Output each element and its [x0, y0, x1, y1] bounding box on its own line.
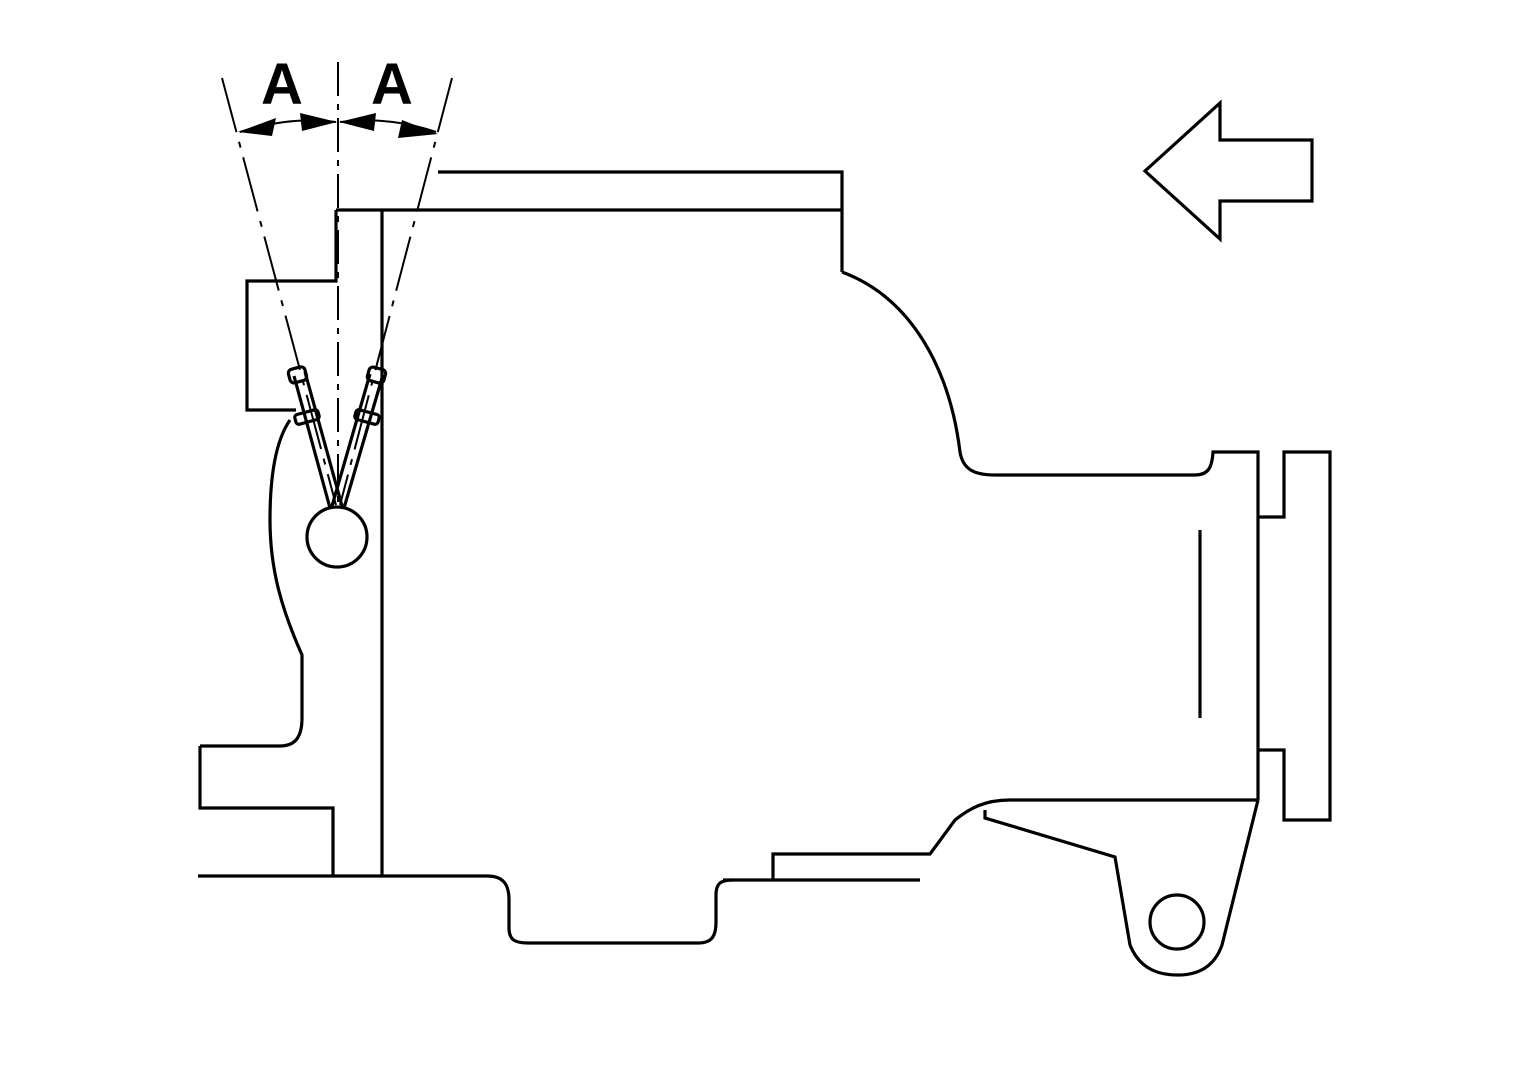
shift-lever-left [286, 365, 344, 509]
shift-lever-right [330, 365, 388, 509]
angle-dimension-left [238, 113, 337, 136]
direction-arrow-icon [1142, 99, 1314, 243]
angle-label-right: A [371, 52, 413, 117]
transmission-housing [198, 170, 1332, 977]
shift-lever-ball [305, 505, 369, 569]
right-angle-reference-line [339, 77, 453, 506]
angle-label-left: A [261, 52, 303, 117]
angle-dimension-right [339, 113, 438, 138]
left-angle-reference-line [221, 77, 337, 506]
